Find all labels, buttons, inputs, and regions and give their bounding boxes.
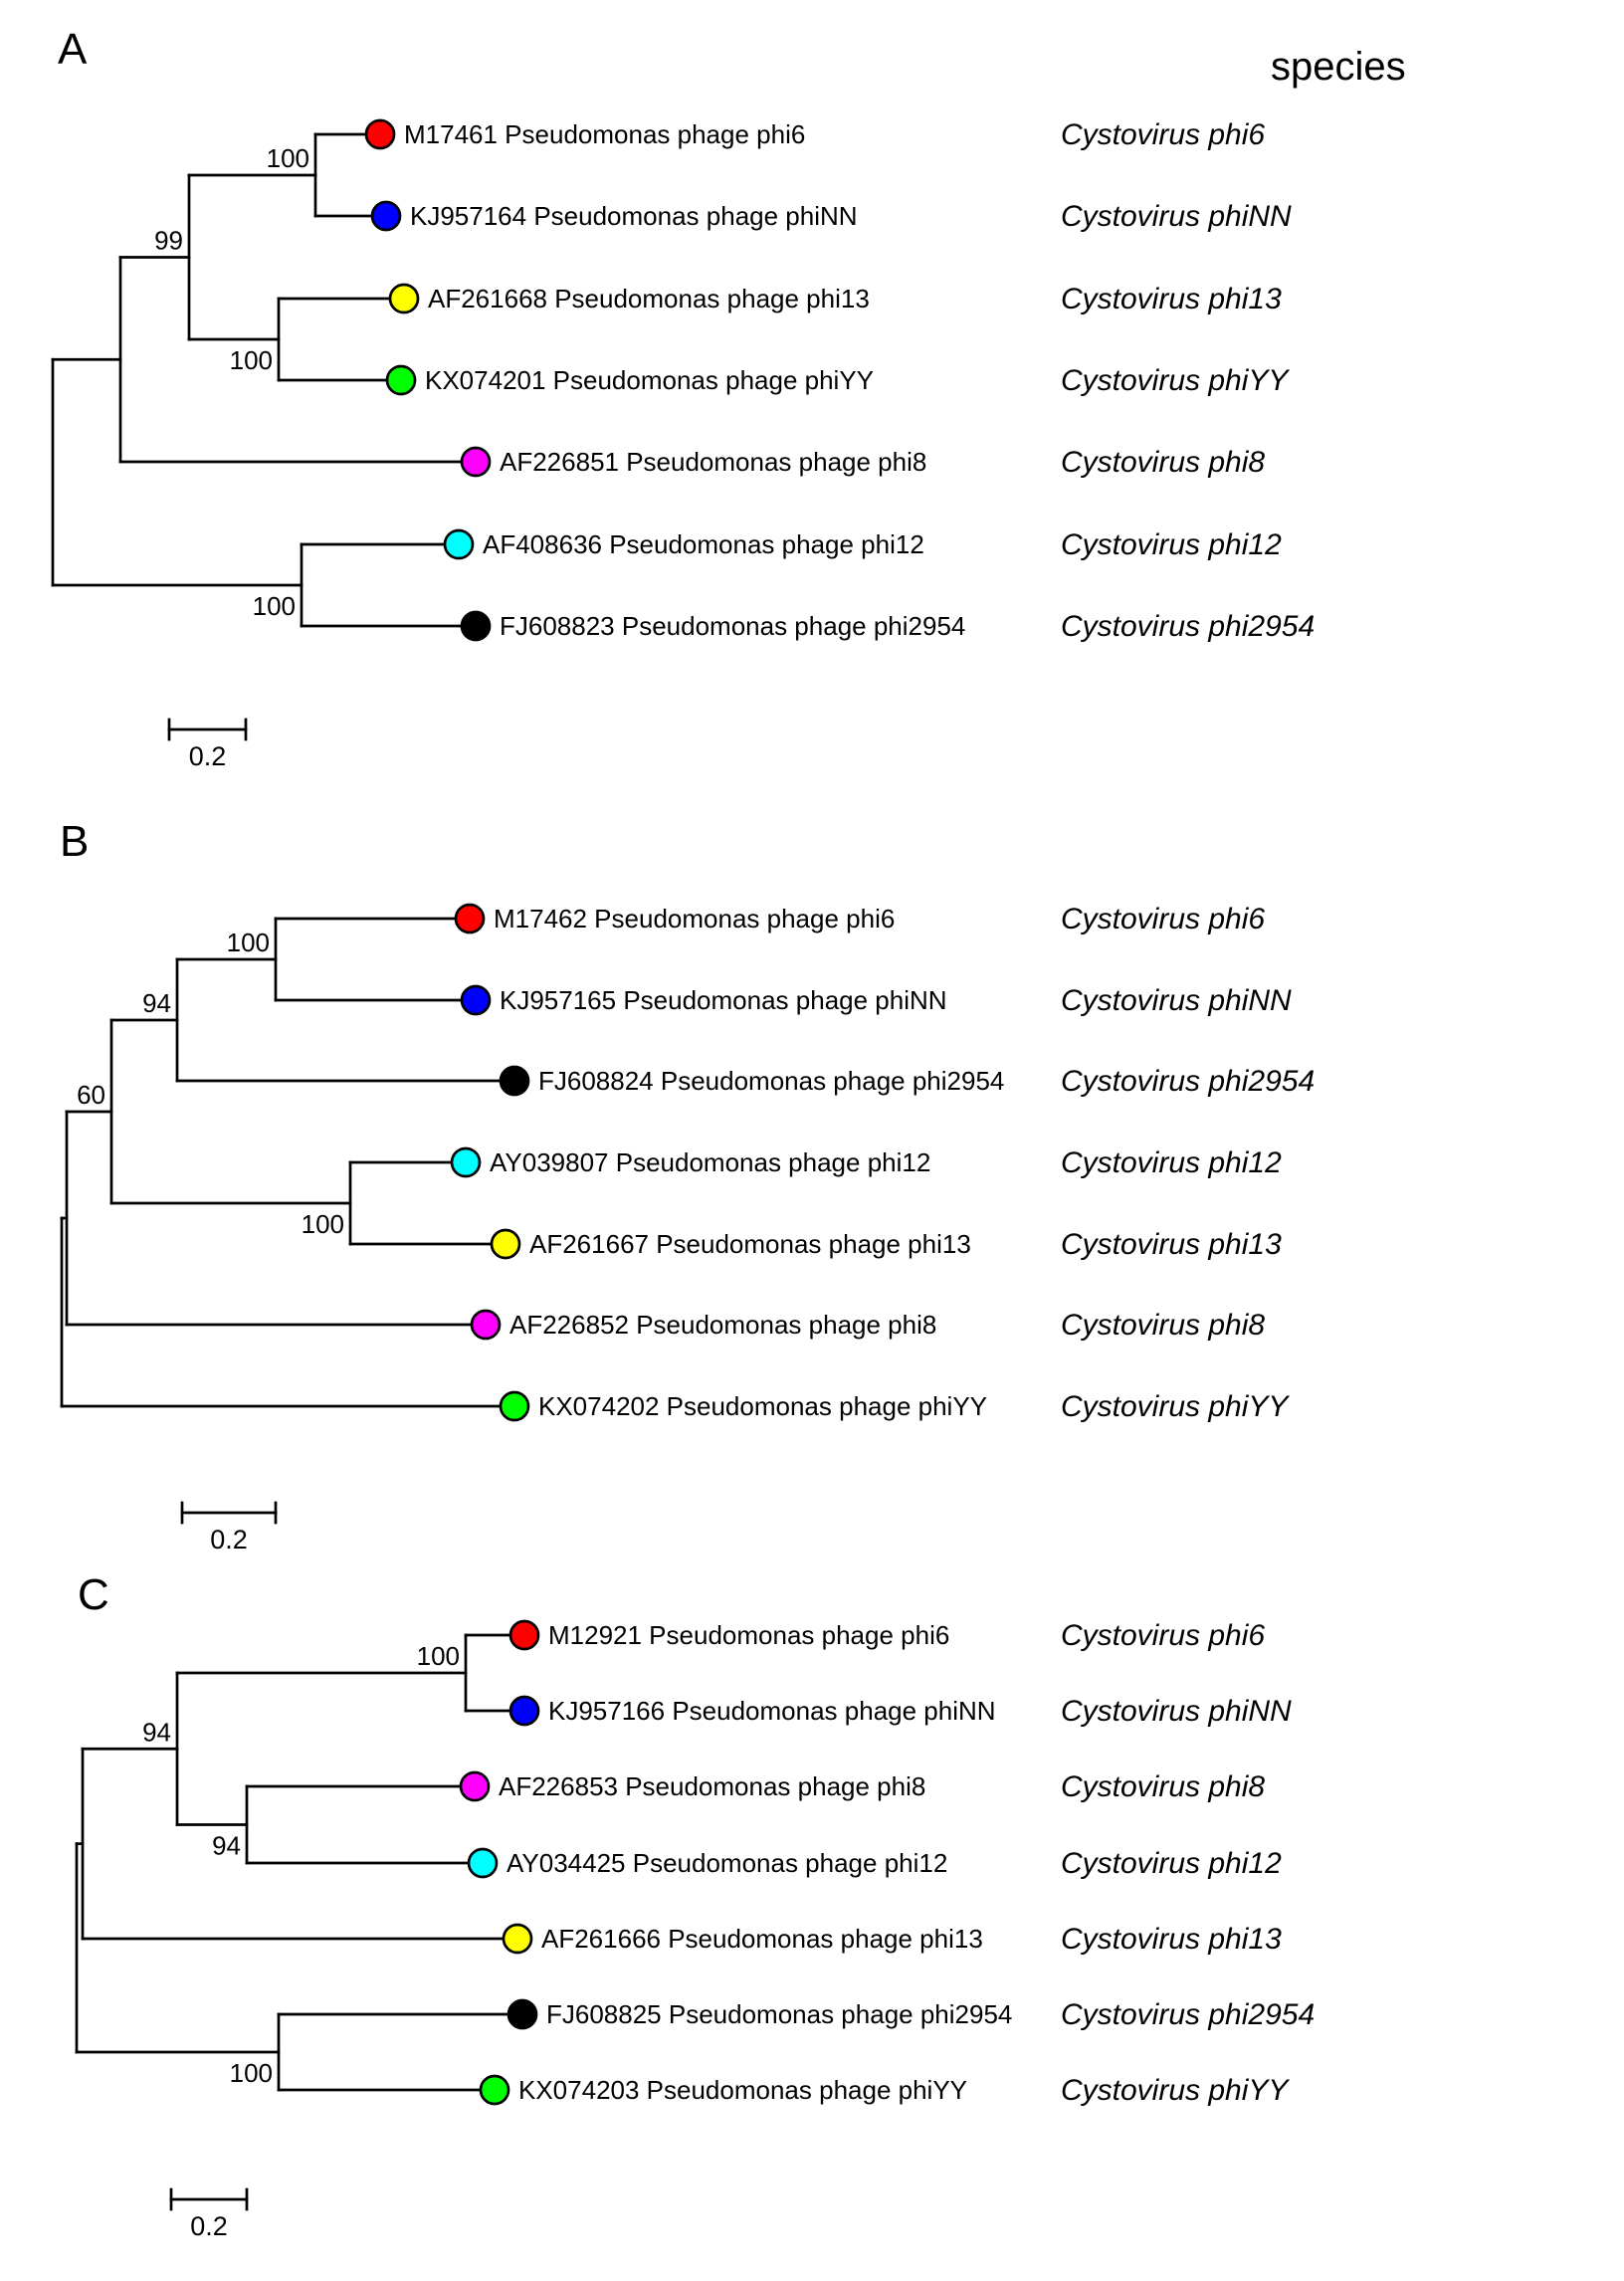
taxon-label: AF408636 Pseudomonas phage phi12 <box>483 529 924 559</box>
scale-bar-label: 0.2 <box>190 2211 228 2241</box>
species-label: Cystovirus phiNN <box>1061 1695 1292 1728</box>
species-label: Cystovirus phi6 <box>1061 118 1265 151</box>
taxon-marker-black-circle <box>460 610 492 642</box>
species-label: Cystovirus phi12 <box>1061 528 1282 561</box>
panel-A: 100 100 99 100 M17461 Pseudomonas phage phi6… <box>51 25 1315 771</box>
species-label: Cystovirus phi13 <box>1061 1923 1282 1956</box>
taxon-label: KX074201 Pseudomonas phage phiYY <box>425 365 874 395</box>
bootstrap-value: 94 <box>142 1717 171 1747</box>
bootstrap-value: 94 <box>212 1831 241 1861</box>
taxon-label: AF261666 Pseudomonas phage phi13 <box>541 1924 983 1954</box>
species-label: Cystovirus phi8 <box>1061 446 1265 479</box>
taxon-label: AY034425 Pseudomonas phage phi12 <box>507 1848 947 1878</box>
bootstrap-value: 100 <box>253 591 296 621</box>
taxon-label: KJ957166 Pseudomonas phage phiNN <box>548 1696 996 1726</box>
taxon-label: FJ608825 Pseudomonas phage phi2954 <box>546 1999 1012 2029</box>
taxon-marker-magenta-circle <box>459 1770 491 1802</box>
species-label: Cystovirus phi8 <box>1061 1309 1265 1342</box>
bootstrap-value: 94 <box>142 988 171 1018</box>
taxon-marker-yellow-circle <box>490 1228 521 1260</box>
bootstrap-value: 100 <box>302 1209 344 1239</box>
taxon-marker-red-circle <box>508 1619 540 1651</box>
species-label: Cystovirus phiNN <box>1061 984 1292 1017</box>
taxon-label: AF226852 Pseudomonas phage phi8 <box>509 1310 936 1340</box>
panel-label: B <box>60 817 89 866</box>
taxon-marker-cyan-circle <box>467 1847 499 1879</box>
species-label: Cystovirus phi13 <box>1061 283 1282 315</box>
taxon-label: AY039807 Pseudomonas phage phi12 <box>490 1147 930 1177</box>
bootstrap-value: 100 <box>230 2058 273 2088</box>
taxon-marker-yellow-circle <box>388 283 420 314</box>
taxon-marker-black-circle <box>507 1998 538 2030</box>
taxon-marker-blue-circle <box>370 200 402 232</box>
taxon-marker-green-circle <box>479 2074 510 2106</box>
scale-bar: 0.2 <box>169 2187 249 2241</box>
species-label: Cystovirus phi2954 <box>1061 1065 1315 1098</box>
species-label: Cystovirus phi2954 <box>1061 610 1315 643</box>
species-label: Cystovirus phiYY <box>1061 364 1290 397</box>
taxon-label: AF261667 Pseudomonas phage phi13 <box>529 1229 971 1259</box>
scale-bar-label: 0.2 <box>189 741 227 771</box>
taxon-marker-red-circle <box>454 903 486 934</box>
taxon-label: FJ608823 Pseudomonas phage phi2954 <box>500 611 965 641</box>
species-label: Cystovirus phiNN <box>1061 200 1292 233</box>
taxon-label: AF226853 Pseudomonas phage phi8 <box>499 1771 925 1801</box>
taxon-marker-blue-circle <box>460 984 492 1016</box>
scale-bar: 0.2 <box>180 1501 278 1555</box>
bootstrap-value: 100 <box>267 143 309 173</box>
taxon-label: M17462 Pseudomonas phage phi6 <box>494 904 895 933</box>
scale-bar: 0.2 <box>167 718 248 771</box>
species-label: Cystovirus phiYY <box>1061 1390 1290 1423</box>
bootstrap-value: 99 <box>154 226 183 256</box>
species-label: Cystovirus phiYY <box>1061 2074 1290 2107</box>
scale-bar-label: 0.2 <box>210 1525 248 1555</box>
species-column-header: species <box>1271 45 1406 89</box>
taxon-marker-green-circle <box>385 364 417 396</box>
species-label: Cystovirus phi12 <box>1061 1847 1282 1880</box>
bootstrap-value: 60 <box>77 1080 105 1110</box>
panel-label: A <box>58 25 88 74</box>
bootstrap-value: 100 <box>230 345 273 375</box>
taxon-label: M12921 Pseudomonas phage phi6 <box>548 1620 949 1650</box>
taxon-label: KX074202 Pseudomonas phage phiYY <box>538 1391 987 1421</box>
taxon-marker-blue-circle <box>508 1695 540 1727</box>
taxon-marker-green-circle <box>499 1390 530 1422</box>
taxon-label: KX074203 Pseudomonas phage phiYY <box>518 2075 967 2105</box>
bootstrap-value: 100 <box>417 1641 460 1671</box>
taxon-marker-cyan-circle <box>450 1146 482 1178</box>
taxon-marker-black-circle <box>499 1065 530 1097</box>
taxon-label: FJ608824 Pseudomonas phage phi2954 <box>538 1066 1004 1096</box>
taxon-marker-magenta-circle <box>470 1309 502 1341</box>
taxon-marker-magenta-circle <box>460 446 492 478</box>
taxon-label: AF261668 Pseudomonas phage phi13 <box>428 284 870 313</box>
species-label: Cystovirus phi12 <box>1061 1146 1282 1179</box>
species-label: Cystovirus phi13 <box>1061 1228 1282 1261</box>
species-label: Cystovirus phi6 <box>1061 903 1265 935</box>
species-label: Cystovirus phi8 <box>1061 1770 1265 1803</box>
bootstrap-value: 100 <box>227 928 270 957</box>
taxon-marker-cyan-circle <box>443 528 475 560</box>
taxon-label: M17461 Pseudomonas phage phi6 <box>404 119 805 149</box>
species-label: Cystovirus phi2954 <box>1061 1998 1315 2031</box>
taxon-label: AF226851 Pseudomonas phage phi8 <box>500 447 926 477</box>
panel-label: C <box>78 1570 109 1619</box>
species-label: Cystovirus phi6 <box>1061 1619 1265 1652</box>
taxon-marker-yellow-circle <box>502 1923 533 1955</box>
taxon-marker-red-circle <box>364 118 396 150</box>
taxon-label: KJ957165 Pseudomonas phage phiNN <box>500 985 947 1015</box>
taxon-label: KJ957164 Pseudomonas phage phiNN <box>410 201 858 231</box>
